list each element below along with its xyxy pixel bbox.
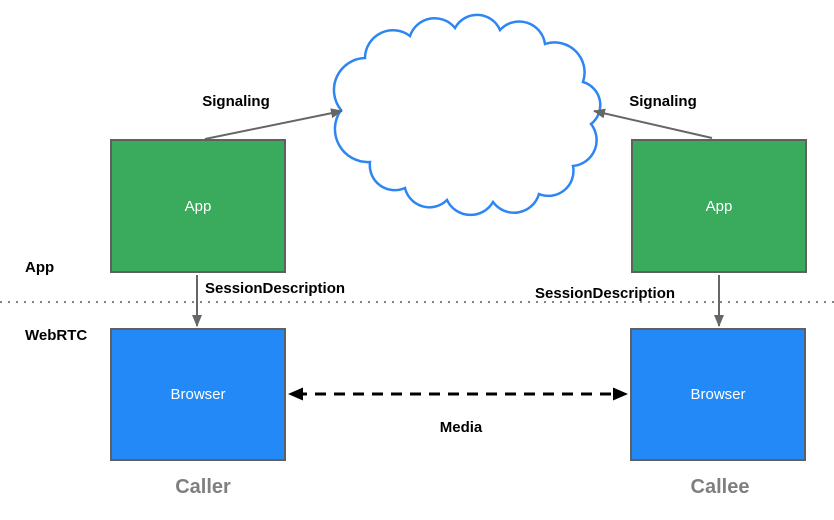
media-arrowhead-right <box>613 387 628 401</box>
app-box-caller-label: App <box>184 197 212 215</box>
signaling-arrow-callee <box>593 108 713 139</box>
signaling-arrow-caller <box>204 108 343 140</box>
app-box-callee: App <box>631 139 807 273</box>
signaling-label-caller: Signaling <box>202 93 270 110</box>
browser-box-callee-label: Browser <box>690 386 746 403</box>
caller-caption: Caller <box>175 476 231 498</box>
media-label: Media <box>439 419 483 436</box>
app-box-caller: App <box>110 139 286 273</box>
cloud-icon <box>332 13 602 217</box>
callee-caption: Callee <box>690 476 750 498</box>
layer-label-webrtc: WebRTC <box>25 327 88 344</box>
media-arrow <box>288 387 628 401</box>
app-box-callee-label: App <box>705 197 733 215</box>
browser-box-caller: Browser <box>110 328 286 461</box>
layer-label-app: App <box>25 259 55 276</box>
signaling-label-callee: Signaling <box>629 93 697 110</box>
session-description-label-callee: SessionDescription <box>535 285 676 302</box>
session-description-label-caller: SessionDescription <box>205 280 346 297</box>
media-arrowhead-left <box>288 387 303 401</box>
browser-box-callee: Browser <box>630 328 806 461</box>
browser-box-caller-label: Browser <box>170 386 226 403</box>
